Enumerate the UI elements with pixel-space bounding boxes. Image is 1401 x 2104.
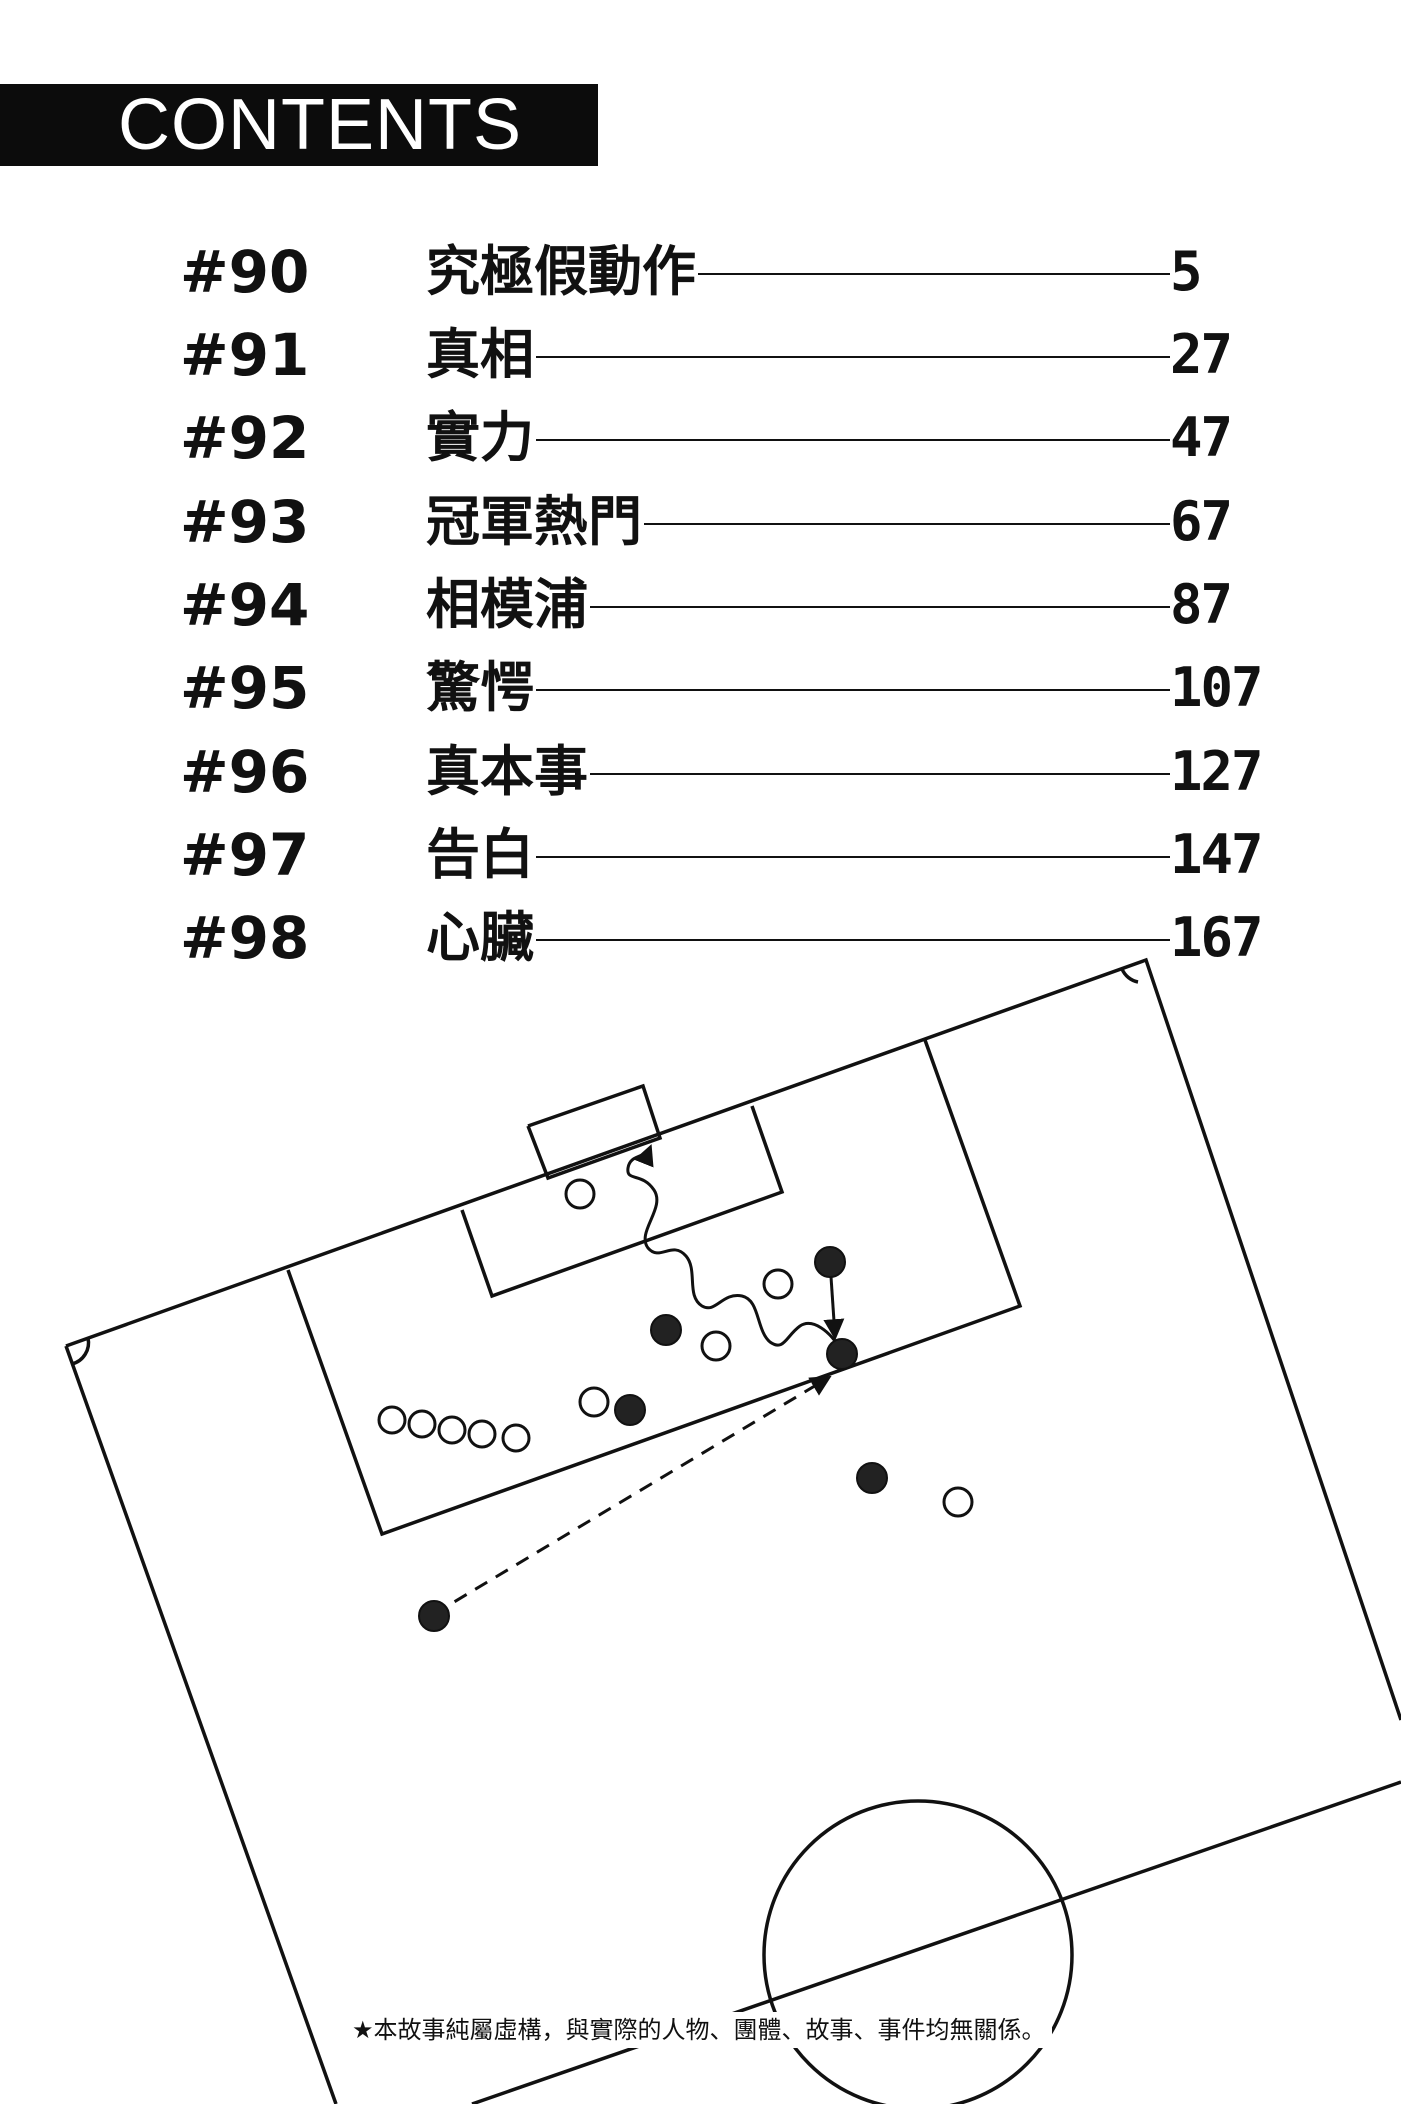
corner-arc — [1120, 968, 1139, 984]
chapter-page: 27 — [1170, 313, 1260, 397]
toc-entry[interactable]: #91 真相 27 — [180, 313, 1260, 397]
chapter-page: 167 — [1170, 896, 1264, 980]
defender-player — [501, 1423, 531, 1453]
dot-leader — [590, 606, 1260, 608]
defender-player — [564, 1178, 596, 1210]
chapter-number: #90 — [180, 238, 310, 306]
toc-entry[interactable]: #90 究極假動作 5 — [180, 230, 1260, 314]
chapter-title: 相模浦 — [426, 563, 590, 647]
chapter-page: 47 — [1170, 396, 1260, 480]
dot-leader — [644, 523, 1260, 525]
dribble-path — [626, 1144, 844, 1353]
toc-entry[interactable]: #92 實力 47 — [180, 396, 1260, 480]
chapter-title: 驚愕 — [426, 646, 536, 730]
chapter-number: #98 — [180, 904, 310, 972]
defender-player — [437, 1415, 467, 1445]
defender-player — [578, 1386, 610, 1418]
halfway-line — [471, 1780, 1401, 2104]
dot-leader — [536, 939, 1260, 941]
defender-player — [407, 1409, 437, 1439]
chapter-title: 心臟 — [426, 896, 536, 980]
toc-entry[interactable]: #97 告白 147 — [180, 813, 1264, 897]
chapter-title: 真相 — [426, 313, 536, 397]
goal — [526, 1083, 663, 1181]
chapter-number: #95 — [180, 654, 310, 722]
penalty-area — [286, 1039, 1023, 1537]
defender-player — [762, 1268, 794, 1300]
chapter-page: 5 — [1170, 230, 1260, 314]
chapter-page: 147 — [1170, 813, 1264, 897]
defender-player — [467, 1419, 497, 1449]
chapter-number: #94 — [180, 571, 310, 639]
chapter-title: 真本事 — [426, 730, 590, 814]
chapter-page: 127 — [1170, 730, 1264, 814]
chapter-number: #96 — [180, 738, 310, 806]
chapter-number: #93 — [180, 488, 310, 556]
field-boundary — [65, 957, 1401, 1721]
chapter-page: 87 — [1170, 563, 1260, 647]
dot-leader — [590, 773, 1260, 775]
chapter-number: #91 — [180, 321, 310, 389]
pass-arrow — [433, 1375, 832, 1616]
dot-leader — [536, 439, 1260, 441]
attacker-player — [650, 1314, 682, 1346]
dot-leader — [536, 356, 1260, 358]
disclaimer-text: ★本故事純屬虛構，與實際的人物、團體、故事、事件均無關係。 — [346, 2012, 1052, 2048]
corner-arc — [71, 1337, 91, 1366]
attacker-player — [614, 1394, 646, 1426]
toc-entry[interactable]: #95 驚愕 107 — [180, 646, 1264, 730]
chapter-number: #97 — [180, 821, 310, 889]
chapter-title: 告白 — [426, 813, 536, 897]
toc-entry[interactable]: #96 真本事 127 — [180, 730, 1264, 814]
center-circle — [762, 1799, 1074, 2104]
chapter-page: 107 — [1170, 646, 1264, 730]
chapter-number: #92 — [180, 404, 310, 472]
defender-player — [942, 1486, 974, 1518]
goal-area — [460, 1105, 785, 1299]
page-title: CONTENTS — [118, 85, 522, 165]
attacker-player — [814, 1246, 846, 1278]
attacker-player — [418, 1600, 450, 1632]
dot-leader — [536, 856, 1260, 858]
defender-player — [700, 1330, 732, 1362]
defender-player — [377, 1405, 407, 1435]
chapter-page: 67 — [1170, 480, 1260, 564]
chapter-title: 實力 — [426, 396, 536, 480]
attacker-player — [826, 1338, 858, 1370]
field-boundary — [64, 1345, 338, 2104]
toc-entry[interactable]: #93 冠軍熱門 67 — [180, 480, 1260, 564]
attacker-player — [856, 1462, 888, 1494]
dot-leader — [536, 689, 1260, 691]
chapter-title: 冠軍熱門 — [426, 480, 644, 564]
header-bar — [0, 84, 598, 166]
toc-entry[interactable]: #94 相模浦 87 — [180, 563, 1260, 647]
chapter-title: 究極假動作 — [426, 230, 698, 314]
toc-entry[interactable]: #98 心臟 167 — [180, 896, 1264, 980]
dot-leader — [698, 273, 1260, 275]
